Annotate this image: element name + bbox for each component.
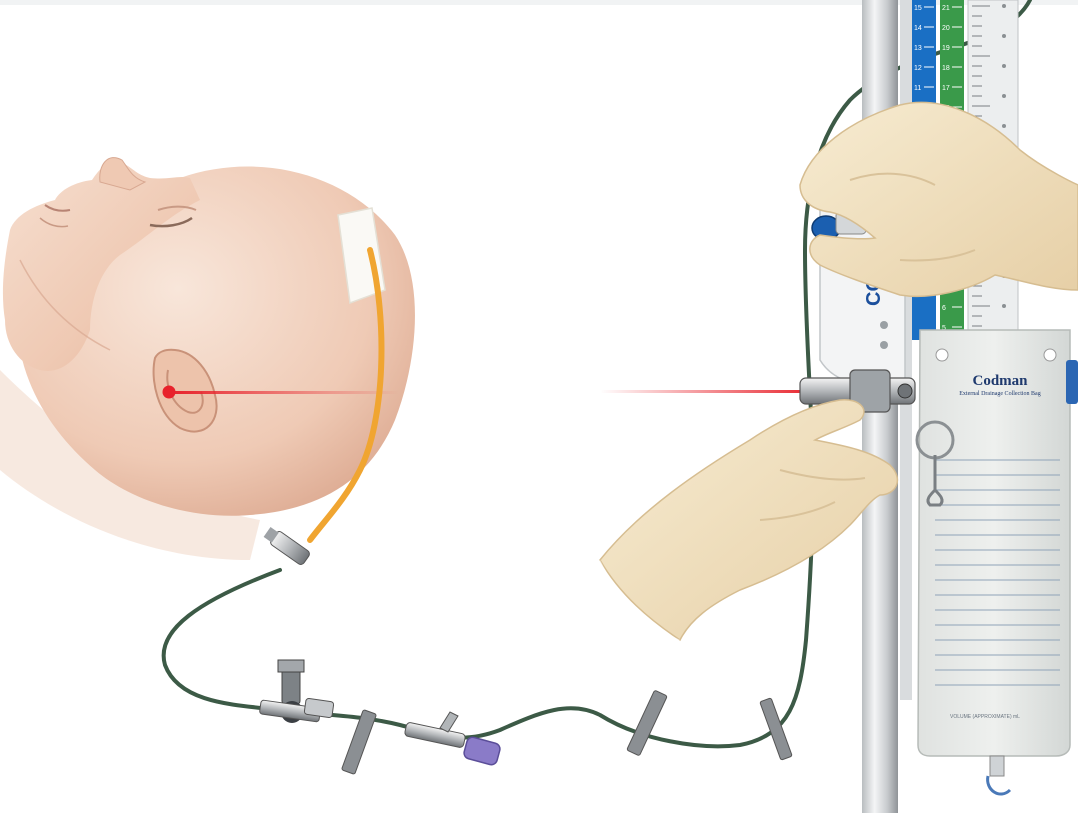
drainage-collection-bag: Codman External Drainage Collection Bag … [918,330,1078,794]
slide-clamp-2 [627,690,668,756]
ruler-hole [1002,304,1006,308]
upper-gloved-hand [800,102,1078,296]
greenTicks-label: 19 [942,45,950,52]
lower-gloved-hand [600,400,897,640]
laser-line-left [169,391,399,394]
greenTicks-label: 21 [942,5,950,12]
stopcock [259,660,334,723]
ruler-hole [1002,64,1006,68]
bag-footer-label: VOLUME (APPROXIMATE) mL [950,714,1020,720]
blueTicks-label: 15 [914,5,922,12]
greenTicks-label: 18 [942,65,950,72]
purple-cap [463,736,502,766]
blueTicks-label: 14 [914,25,922,32]
laser-line-right [600,390,815,393]
greenTicks-label: 17 [942,85,950,92]
greenTicks-label: 20 [942,25,950,32]
ruler-hole [1002,34,1006,38]
bag-subtitle-label: External Drainage Collection Bag [959,391,1040,397]
slide-clamp-3 [760,698,792,760]
greenTicks-label: 6 [942,305,946,312]
blueTicks-label: 13 [914,45,922,52]
sampling-port [404,712,501,766]
blueTicks-label: 11 [914,85,921,92]
ruler-hole [1002,4,1006,8]
ruler-hole [1002,124,1006,128]
catheter-connector [262,525,310,566]
bag-brand-label: Codman [972,373,1028,389]
patient-head [0,158,415,560]
blueTicks-label: 12 [914,65,922,72]
ruler-hole [1002,94,1006,98]
